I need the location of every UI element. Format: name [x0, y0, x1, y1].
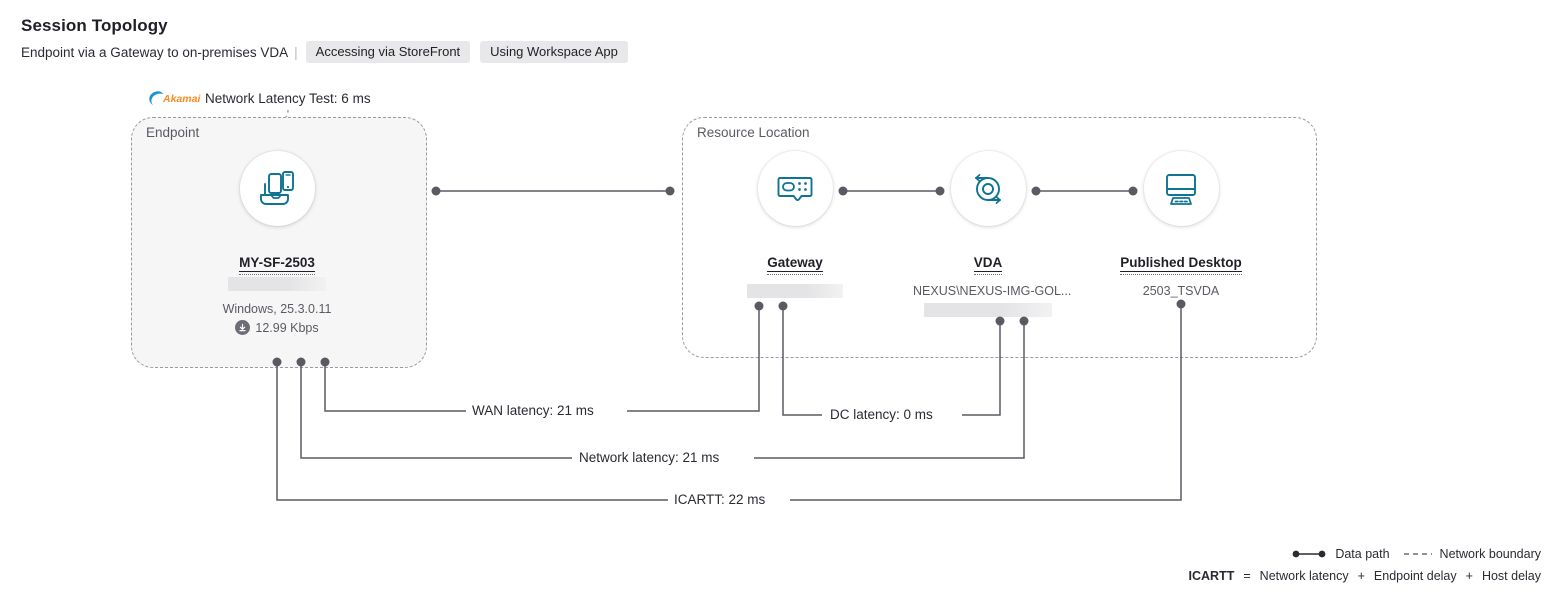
endpoint-boundary-label: Endpoint [146, 125, 200, 140]
resource-location-boundary-label: Resource Location [697, 125, 810, 140]
subtitle-divider: | [294, 44, 298, 60]
svg-text:Akamai: Akamai [162, 93, 201, 105]
endpoint-os-version: Windows, 25.3.0.11 [222, 302, 332, 316]
vda-redacted-value [924, 303, 1052, 317]
vda-name-wrapper: VDA [913, 226, 1063, 275]
endpoint-devices-icon [257, 170, 297, 208]
node-gateway[interactable]: Gateway [720, 151, 870, 298]
endpoint-node-circle [239, 151, 315, 226]
legend-term-host-delay: Host delay [1481, 569, 1541, 583]
subtitle-row: Endpoint via a Gateway to on-premises VD… [21, 41, 638, 63]
network-latency-label: Network latency: 21 ms [579, 450, 720, 465]
data-path-symbol-icon [1292, 549, 1326, 559]
vda-icon [968, 171, 1008, 207]
legend-row-symbols: Data path Network boundary [1189, 543, 1541, 565]
published-desktop-name-wrapper: Published Desktop [1106, 226, 1256, 275]
endpoint-throughput: 12.99 Kbps [202, 320, 352, 335]
legend-equals: = [1243, 569, 1251, 583]
gateway-icon [775, 173, 815, 205]
tag-accessing-via-storefront[interactable]: Accessing via StoreFront [305, 41, 471, 63]
network-boundary-symbol-icon [1403, 549, 1433, 559]
vda-name[interactable]: VDA [973, 255, 1003, 275]
legend-plus-2: + [1465, 569, 1473, 583]
gateway-node-circle [757, 151, 833, 226]
dc-latency-label: DC latency: 0 ms [830, 407, 933, 422]
legend: Data path Network boundary ICARTT = Netw… [1189, 543, 1541, 587]
akamai-latency-test-label: Akamai Network Latency Test: 6 ms [148, 90, 371, 106]
gateway-name-wrapper: Gateway [720, 226, 870, 275]
endpoint-redacted-value [228, 277, 326, 291]
legend-term-endpoint-delay: Endpoint delay [1373, 569, 1457, 583]
legend-plus-1: + [1357, 569, 1365, 583]
vda-node-circle [950, 151, 1026, 226]
node-published-desktop[interactable]: Published Desktop 2503_TSVDA [1106, 151, 1256, 298]
wan-latency-label: WAN latency: 21 ms [472, 403, 594, 418]
gateway-redacted-value [747, 284, 843, 298]
legend-row-formula: ICARTT = Network latency + Endpoint dela… [1189, 565, 1541, 587]
vda-machine-name: NEXUS\NEXUS-IMG-GOL... [913, 284, 1072, 298]
endpoint-name-wrapper: MY-SF-2503 [202, 226, 352, 275]
legend-data-path-label: Data path [1335, 547, 1390, 561]
icartt-label: ICARTT: 22 ms [674, 492, 766, 507]
node-vda[interactable]: VDA NEXUS\NEXUS-IMG-GOL... [913, 151, 1072, 317]
endpoint-throughput-value: 12.99 Kbps [255, 320, 319, 335]
endpoint-name[interactable]: MY-SF-2503 [239, 255, 315, 275]
legend-network-boundary-label: Network boundary [1439, 547, 1541, 561]
download-icon [235, 320, 251, 335]
akamai-logo: Akamai [148, 90, 204, 106]
legend-icartt-key: ICARTT [1188, 569, 1235, 583]
akamai-latency-test-text: Network Latency Test: 6 ms [205, 90, 371, 106]
monitor-icon [1162, 172, 1200, 206]
page-title: Session Topology [21, 16, 168, 35]
legend-term-network-latency: Network latency [1259, 569, 1349, 583]
node-endpoint[interactable]: MY-SF-2503 Windows, 25.3.0.11 12.99 Kbps [202, 151, 352, 335]
published-desktop-name[interactable]: Published Desktop [1120, 255, 1242, 275]
subtitle-text: Endpoint via a Gateway to on-premises VD… [21, 44, 289, 60]
published-desktop-node-circle [1143, 151, 1219, 226]
gateway-name[interactable]: Gateway [767, 255, 823, 275]
published-desktop-sub: 2503_TSVDA [1142, 284, 1220, 298]
tag-using-workspace-app[interactable]: Using Workspace App [480, 41, 628, 63]
